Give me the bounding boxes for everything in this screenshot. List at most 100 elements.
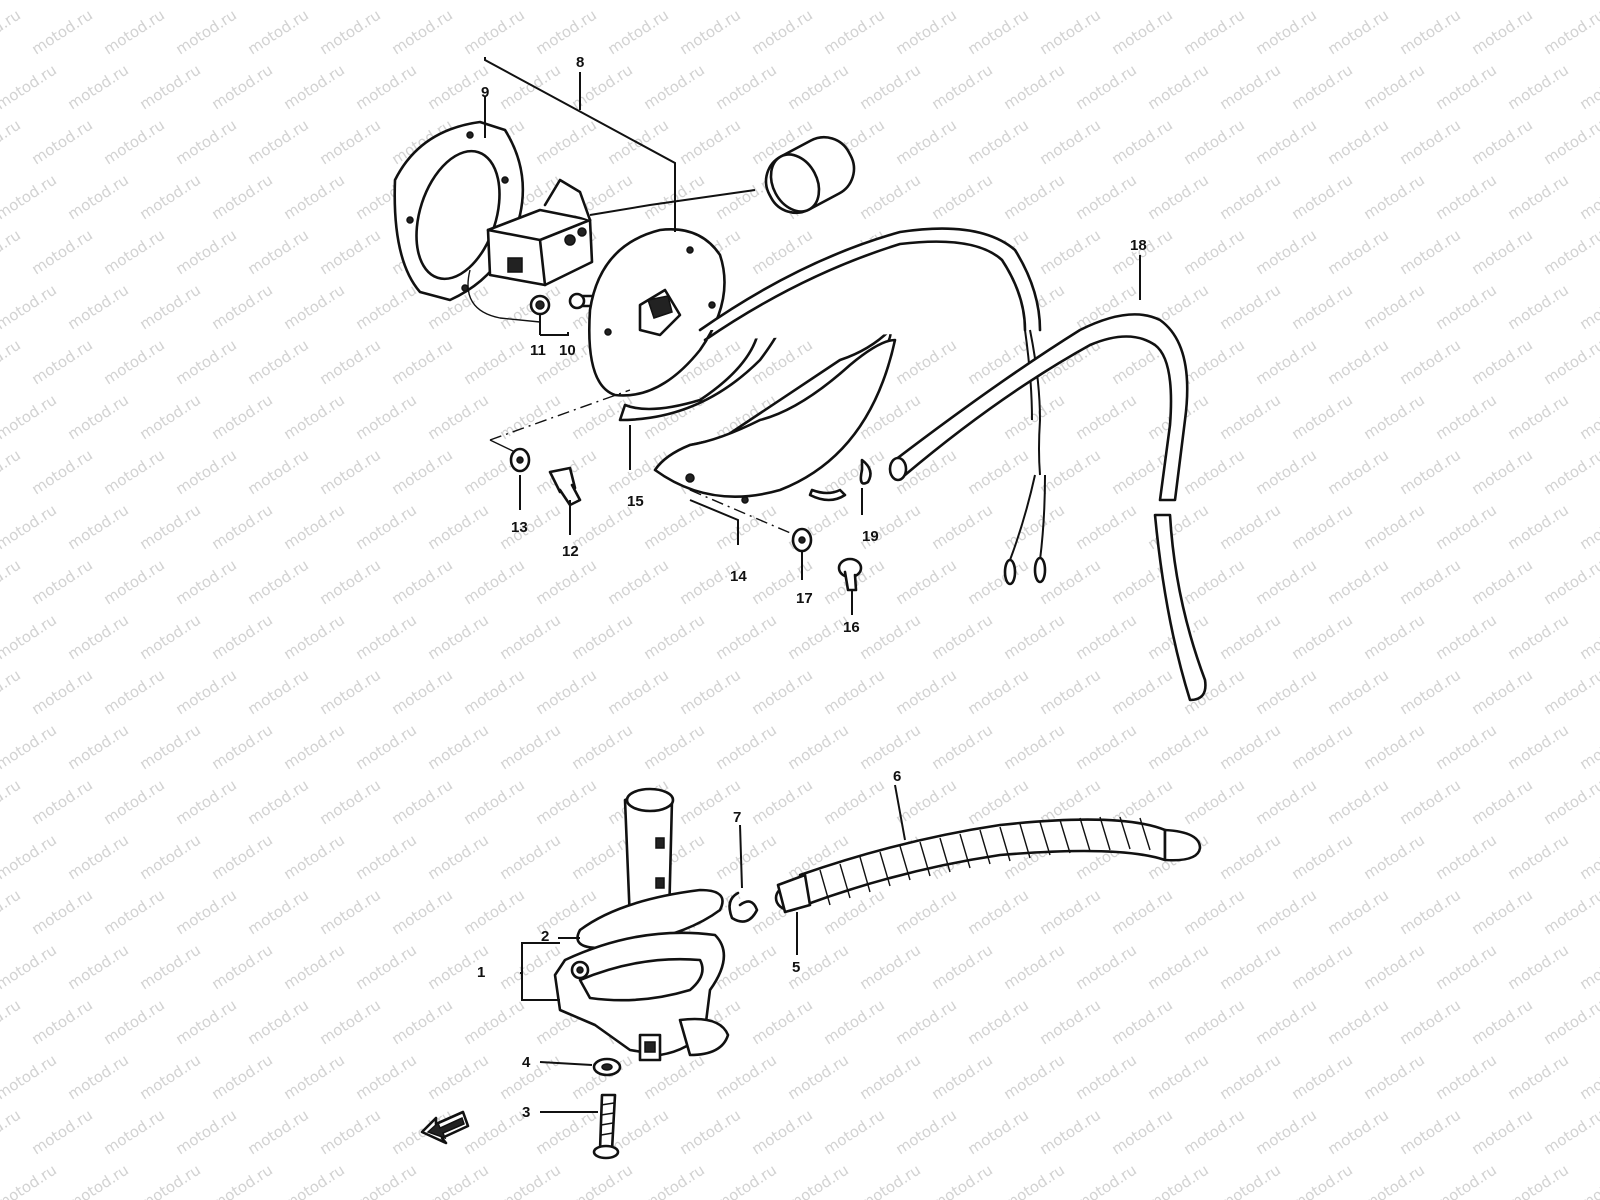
watermark-text: motod.ru <box>784 1161 852 1200</box>
watermark-text: motod.ru <box>28 556 96 609</box>
watermark-text: motod.ru <box>1540 996 1600 1049</box>
watermark-text: motod.ru <box>352 941 420 994</box>
watermark-text: motod.ru <box>1504 721 1572 774</box>
watermark-text: motod.ru <box>1288 281 1356 334</box>
watermark-text: motod.ru <box>352 831 420 884</box>
watermark-text: motod.ru <box>136 721 204 774</box>
watermark-text: motod.ru <box>388 666 456 719</box>
watermark-text: motod.ru <box>1504 171 1572 224</box>
watermark-text: motod.ru <box>136 391 204 444</box>
watermark-text: motod.ru <box>1576 941 1600 994</box>
watermark-text: motod.ru <box>532 1106 600 1159</box>
watermark-text: motod.ru <box>1396 6 1464 59</box>
watermark-text: motod.ru <box>1468 666 1536 719</box>
watermark-text: motod.ru <box>640 501 708 554</box>
watermark-text: motod.ru <box>1000 941 1068 994</box>
watermark-text: motod.ru <box>496 391 564 444</box>
callout-8: 8 <box>576 54 584 71</box>
watermark-text: motod.ru <box>784 1051 852 1104</box>
watermark-text: motod.ru <box>712 721 780 774</box>
callout-13: 13 <box>511 519 528 536</box>
watermark-text: motod.ru <box>100 776 168 829</box>
watermark-text: motod.ru <box>316 996 384 1049</box>
watermark-text: motod.ru <box>712 831 780 884</box>
watermark-text: motod.ru <box>1468 1106 1536 1159</box>
watermark-text: motod.ru <box>64 721 132 774</box>
watermark-text: motod.ru <box>496 1161 564 1200</box>
watermark-text: motod.ru <box>1396 666 1464 719</box>
watermark-text: motod.ru <box>1432 391 1500 444</box>
watermark-text: motod.ru <box>424 0 492 3</box>
watermark-text: motod.ru <box>568 1161 636 1200</box>
watermark-text: motod.ru <box>604 6 672 59</box>
watermark-text: motod.ru <box>64 281 132 334</box>
watermark-text: motod.ru <box>1432 831 1500 884</box>
watermark-text: motod.ru <box>316 666 384 719</box>
watermark-text: motod.ru <box>28 1106 96 1159</box>
watermark-text: motod.ru <box>0 721 60 774</box>
watermark-text: motod.ru <box>1180 6 1248 59</box>
watermark-text: motod.ru <box>1504 391 1572 444</box>
watermark-text: motod.ru <box>1504 831 1572 884</box>
watermark-text: motod.ru <box>64 0 132 3</box>
watermark-text: motod.ru <box>424 721 492 774</box>
watermark-text: motod.ru <box>280 281 348 334</box>
watermark-text: motod.ru <box>1000 61 1068 114</box>
watermark-text: motod.ru <box>604 556 672 609</box>
watermark-text: motod.ru <box>712 611 780 664</box>
watermark-text: motod.ru <box>136 831 204 884</box>
watermark-text: motod.ru <box>0 61 60 114</box>
watermark-text: motod.ru <box>964 996 1032 1049</box>
watermark-text: motod.ru <box>1576 1051 1600 1104</box>
watermark-text: motod.ru <box>208 61 276 114</box>
watermark-text: motod.ru <box>1576 391 1600 444</box>
watermark-text: motod.ru <box>784 61 852 114</box>
watermark-text: motod.ru <box>352 721 420 774</box>
watermark-text: motod.ru <box>1180 996 1248 1049</box>
watermark-text: motod.ru <box>1216 171 1284 224</box>
watermark-text: motod.ru <box>928 941 996 994</box>
watermark-text: motod.ru <box>460 6 528 59</box>
watermark-text: motod.ru <box>388 336 456 389</box>
watermark-text: motod.ru <box>460 886 528 939</box>
watermark-text: motod.ru <box>1288 171 1356 224</box>
watermark-text: motod.ru <box>1072 611 1140 664</box>
watermark-text: motod.ru <box>1000 0 1068 3</box>
watermark-text: motod.ru <box>388 6 456 59</box>
watermark-text: motod.ru <box>1144 0 1212 3</box>
gauge-sender-unit <box>486 178 594 287</box>
watermark-text: motod.ru <box>1036 666 1104 719</box>
watermark-text: motod.ru <box>1504 1161 1572 1200</box>
watermark-text: motod.ru <box>1000 171 1068 224</box>
watermark-text: motod.ru <box>64 1161 132 1200</box>
fuel-cock-assembly <box>553 787 1202 1160</box>
watermark-text: motod.ru <box>1396 116 1464 169</box>
watermark-text: motod.ru <box>208 171 276 224</box>
watermark-text: motod.ru <box>0 611 60 664</box>
watermark-text: motod.ru <box>1180 336 1248 389</box>
fuel-hose <box>774 816 1202 914</box>
watermark-text: motod.ru <box>460 1106 528 1159</box>
watermark-text: motod.ru <box>856 171 924 224</box>
watermark-text: motod.ru <box>1252 776 1320 829</box>
watermark-text: motod.ru <box>928 1051 996 1104</box>
watermark-text: motod.ru <box>1324 776 1392 829</box>
callout-4: 4 <box>522 1054 531 1071</box>
watermark-text: motod.ru <box>100 556 168 609</box>
watermark-text: motod.ru <box>1360 831 1428 884</box>
watermark-text: motod.ru <box>28 336 96 389</box>
watermark-text: motod.ru <box>0 1051 60 1104</box>
watermark-text: motod.ru <box>928 61 996 114</box>
watermark-text: motod.ru <box>1288 721 1356 774</box>
watermark-text: motod.ru <box>1108 996 1176 1049</box>
watermark-text: motod.ru <box>1216 0 1284 3</box>
watermark-text: motod.ru <box>0 941 60 994</box>
watermark-text: motod.ru <box>1360 721 1428 774</box>
watermark-text: motod.ru <box>208 1051 276 1104</box>
watermark-text: motod.ru <box>280 941 348 994</box>
front-direction-arrow-icon <box>420 1110 470 1145</box>
watermark-text: motod.ru <box>1144 501 1212 554</box>
watermark-text: motod.ru <box>1324 226 1392 279</box>
watermark-text: motod.ru <box>208 831 276 884</box>
watermark-text: motod.ru <box>352 391 420 444</box>
